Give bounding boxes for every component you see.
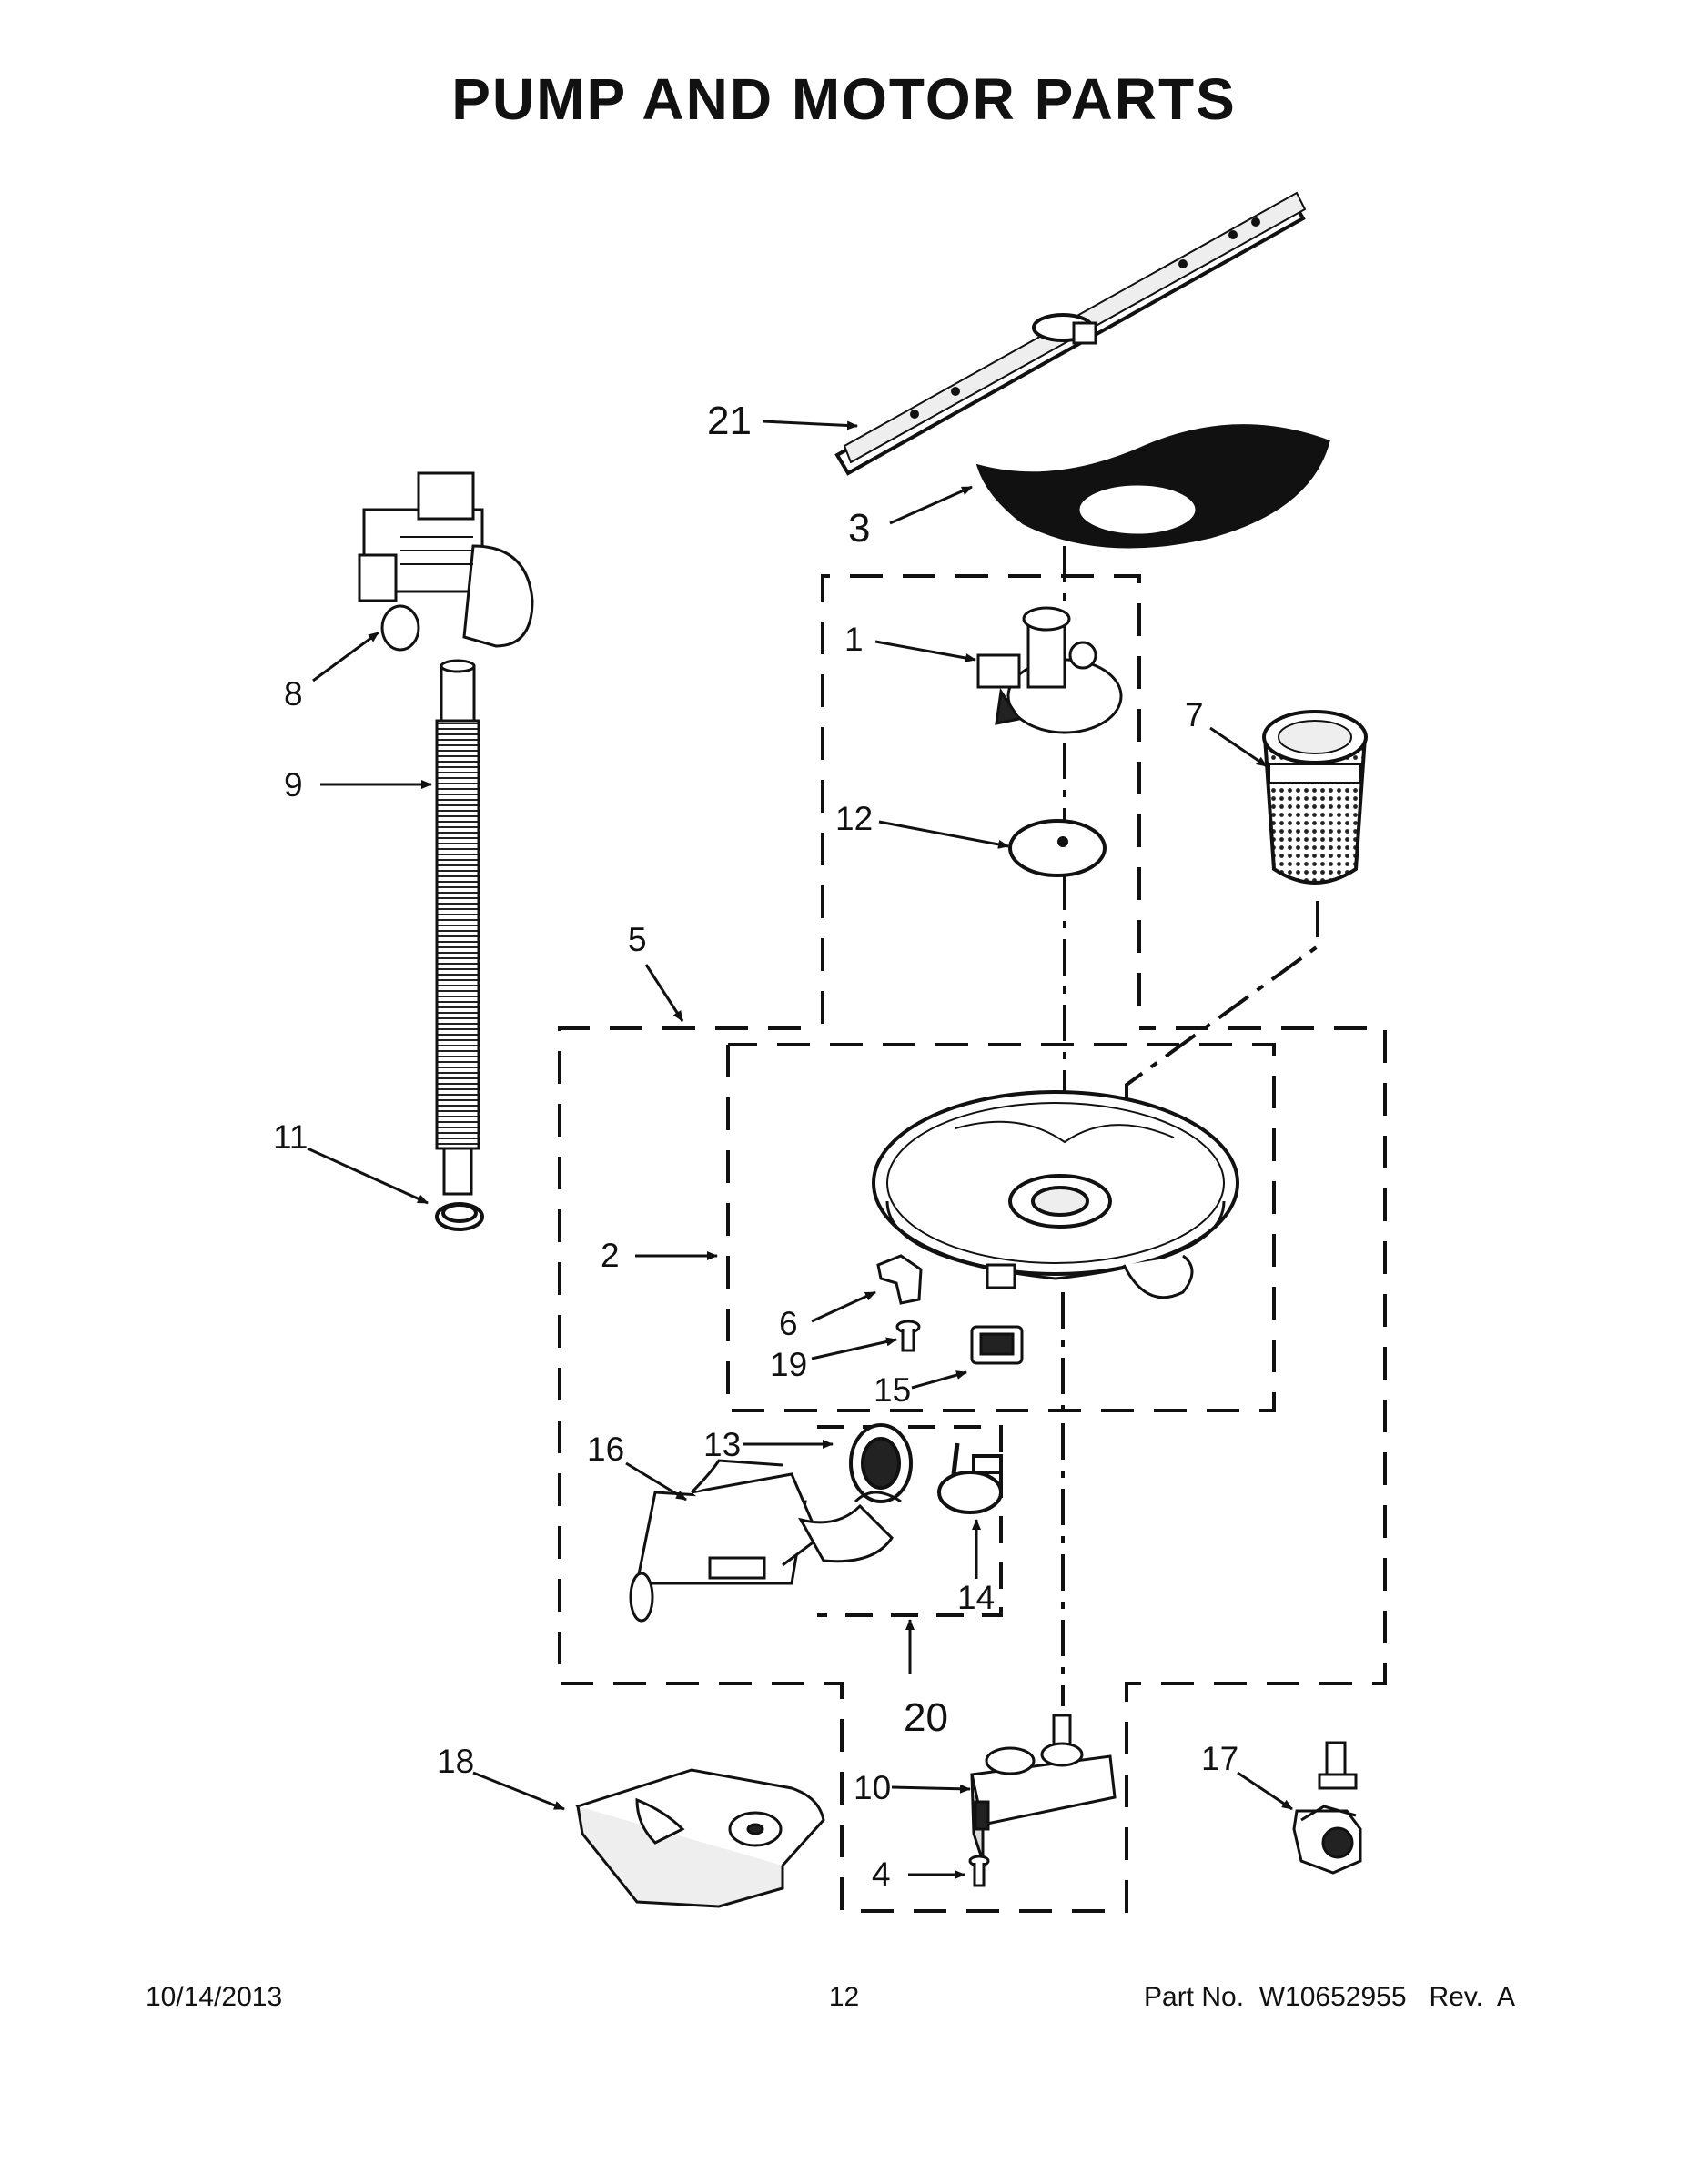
callout-18: 18: [437, 1743, 474, 1780]
shield-part: [975, 424, 1330, 549]
callout-16: 16: [587, 1431, 624, 1468]
assembly-box-upper: [821, 574, 1141, 1024]
callout-4: 4: [872, 1855, 891, 1893]
filter-part: [1262, 710, 1368, 885]
callout-8: 8: [284, 675, 303, 713]
hose-clamp-part: [937, 1454, 1003, 1514]
circulation-pump-part: [629, 1459, 902, 1623]
callout-10: 10: [854, 1769, 891, 1806]
callout-2: 2: [601, 1237, 620, 1274]
disc-part: [1008, 819, 1107, 877]
callout-labels: 21 3 1 12 7 8 9 5 11 2 6 19 15 13 16 14 …: [273, 399, 1238, 1893]
callout-14: 14: [957, 1579, 995, 1616]
sensor-part: [876, 1254, 923, 1305]
sump-part: [872, 1090, 1239, 1299]
assembly-box-2: [726, 1043, 1276, 1412]
assembly-box-20: [817, 1425, 1003, 1617]
callout-9: 9: [284, 766, 303, 804]
callout-13: 13: [703, 1426, 741, 1463]
diverter-part: [970, 1714, 1117, 1862]
drain-pump-part: [358, 471, 534, 652]
assembly-box-5: [558, 1026, 1387, 1913]
seal-part: [849, 1423, 960, 1503]
footer-date: 10/14/2013: [146, 1982, 283, 2012]
connector-part: [970, 1325, 1024, 1365]
callout-7: 7: [1185, 696, 1204, 733]
callout-12: 12: [835, 800, 873, 837]
hose-part: [435, 659, 480, 1196]
page-title: PUMP AND MOTOR PARTS: [451, 66, 1237, 132]
callout-17: 17: [1201, 1740, 1238, 1777]
cover-part: [575, 1768, 825, 1908]
manifold-part: [976, 606, 1123, 734]
diverter-screw-part: [968, 1855, 990, 1887]
leader-lines: [307, 420, 1293, 1879]
callout-1: 1: [844, 621, 864, 658]
callout-21: 21: [707, 399, 752, 443]
callout-20: 20: [904, 1695, 948, 1740]
screw-part: [895, 1320, 921, 1352]
callout-19: 19: [770, 1346, 807, 1383]
callout-15: 15: [874, 1371, 911, 1409]
spray-arm-part: [834, 191, 1307, 476]
footer-part-number: Part No. W10652955 Rev. A: [1144, 1982, 1515, 2012]
clamp-part: [435, 1202, 484, 1231]
turbidity-sensor-part: [1292, 1741, 1362, 1875]
callout-11: 11: [273, 1118, 308, 1156]
callout-5: 5: [628, 921, 647, 958]
callout-3: 3: [848, 506, 870, 551]
footer-page-number: 12: [828, 1982, 860, 2012]
callout-6: 6: [779, 1305, 798, 1342]
